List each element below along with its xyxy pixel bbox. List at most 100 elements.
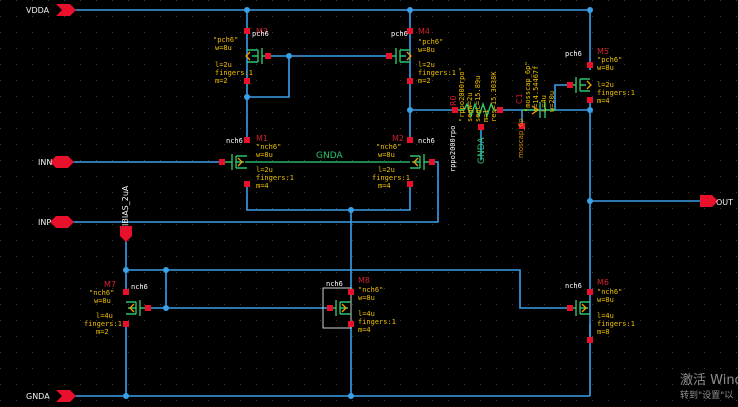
m7-model: "nch6" <box>89 289 114 297</box>
pin-out-label: OUT <box>716 198 733 207</box>
m1-w: w=8u <box>256 151 273 159</box>
pin-ibias[interactable]: IBIAS_2uA <box>120 185 132 242</box>
m2-m: m=4 <box>378 182 391 190</box>
m5-inst: M5 <box>597 47 609 56</box>
m6-inst: M6 <box>597 278 609 287</box>
c1-line-2: L=4u <box>540 95 548 112</box>
c1-line-3: w=20u <box>548 91 556 112</box>
m1-l: l=2u <box>256 166 273 174</box>
m7-m: m=2 <box>96 328 109 336</box>
m3-w: w=8u <box>215 44 232 52</box>
transistor-m3[interactable]: M3 pch6 "pch6" w=8u l=2u fingers:1 m=2 <box>213 27 271 85</box>
r0-params: R0 "rppo2000rpo" segW=2u segL=15.89u m=1… <box>449 67 498 122</box>
m5-l: l=2u <box>597 81 614 89</box>
m8-fingers: fingers:1 <box>358 318 396 326</box>
m4-fingers: fingers:1 <box>418 69 456 77</box>
m1-cell: nch6 <box>226 137 243 145</box>
m4-model: "pch6" <box>418 38 443 46</box>
m7-cell: nch6 <box>131 283 148 291</box>
c1-line-1: c=14.54467f <box>532 66 540 112</box>
m3-m: m=2 <box>215 77 228 85</box>
pin-vdda-label: VDDA <box>26 6 50 15</box>
watermark-subtitle: 转到"设置"以 <box>680 389 733 401</box>
watermark-title: 激活 Wind <box>680 373 738 388</box>
pin-inp-label: INP <box>38 218 51 227</box>
m7-w: w=8u <box>94 297 111 305</box>
junction-dots <box>123 7 593 399</box>
c1-cell: moscap_6p <box>517 118 525 158</box>
m1-m: m=4 <box>256 182 269 190</box>
m7-l: l=4u <box>96 312 113 320</box>
m8-model: "nch6" <box>358 286 383 294</box>
m2-cell: nch6 <box>418 137 435 145</box>
m5-fingers: fingers:1 <box>597 89 635 97</box>
m1-fingers: fingers:1 <box>256 174 294 182</box>
transistor-m6[interactable]: M6 nch6 "nch6" w=8u l=4u fingers:1 m=8 <box>565 278 635 343</box>
m3-cell: pch6 <box>252 30 269 38</box>
r0-line-2: segL=15.89u <box>474 76 482 122</box>
r0-line-0: "rppo2000rpo" <box>458 67 466 122</box>
m6-l: l=4u <box>597 312 614 320</box>
pin-gnda-label: GNDA <box>26 392 50 401</box>
m2-inst: M2 <box>392 134 404 143</box>
m5-m: m=4 <box>597 97 610 105</box>
r0-line-1: segW=2u <box>466 92 474 122</box>
m2-l: l=2u <box>378 166 395 174</box>
m6-fingers: fingers:1 <box>597 320 635 328</box>
m3-l: l=2u <box>215 61 232 69</box>
m6-cell: nch6 <box>565 282 582 290</box>
r0-line-4: res=15.3038K <box>490 71 498 122</box>
c1-inst: C1 <box>515 93 524 104</box>
transistor-m5[interactable]: M5 pch6 "pch6" w=8u l=2u fingers:1 m=4 <box>565 47 635 105</box>
m8-m: m=4 <box>358 326 371 334</box>
m6-model: "nch6" <box>597 288 622 296</box>
pin-out[interactable]: OUT <box>700 195 733 207</box>
net-label-gnda-sub: GNDA <box>477 137 487 164</box>
gnda-mid-label: GNDA <box>316 151 343 161</box>
net-label-gnda-mid: GNDA <box>245 151 410 163</box>
m1-model: "nch6" <box>256 143 281 151</box>
m3-inst: M3 <box>256 27 268 36</box>
pin-inn-label: INN <box>38 158 52 167</box>
m8-cell: nch6 <box>326 280 343 288</box>
m8-l: l=4u <box>358 310 375 318</box>
r0-line-3: m=1 <box>482 109 490 122</box>
m7-inst: M7 <box>104 280 116 289</box>
transistor-m4[interactable]: M4 pch6 "pch6" w=8u l=2u fingers:1 m=2 <box>386 27 456 85</box>
m4-w: w=8u <box>418 46 435 54</box>
m4-inst: M4 <box>418 27 430 36</box>
r0-cell: rppo2000rpo <box>449 126 457 172</box>
m5-cell: pch6 <box>565 50 582 58</box>
c1-params: C1 "mosscap_6p" c=14.54467f L=4u w=20u <box>515 61 556 112</box>
r0-inst: R0 <box>449 95 458 106</box>
pin-vdda[interactable]: VDDA <box>26 4 76 16</box>
m2-w: w=8u <box>378 151 395 159</box>
c1-line-0: "mosscap_6p" <box>524 61 532 112</box>
gnda-sub-label: GNDA <box>477 137 487 164</box>
pin-ibias-label: IBIAS_2uA <box>121 185 130 226</box>
m5-model: "pch6" <box>597 56 622 64</box>
m8-inst: M8 <box>358 276 370 285</box>
m4-cell: pch6 <box>391 30 408 38</box>
transistor-m8[interactable]: M8 nch6 "nch6" w=8u l=4u fingers:1 m=4 <box>322 276 396 334</box>
m4-m: m=2 <box>418 77 431 85</box>
m4-l: l=2u <box>418 61 435 69</box>
transistor-m1[interactable]: M1 nch6 "nch6" w=8u l=2u fingers:1 m=4 <box>219 134 294 190</box>
m5-w: w=8u <box>597 64 614 72</box>
m3-fingers: fingers:1 <box>215 69 253 77</box>
transistor-m2[interactable]: M2 nch6 "nch6" w=8u l=2u fingers:1 m=4 <box>372 134 435 190</box>
pin-inn[interactable]: INN <box>38 156 74 168</box>
m2-model: "nch6" <box>376 143 401 151</box>
m6-w: w=8u <box>597 296 614 304</box>
pin-gnda[interactable]: GNDA <box>26 390 76 402</box>
resistor-r0[interactable]: R0 "rppo2000rpo" segW=2u segL=15.89u m=1… <box>449 67 503 172</box>
m3-model: "pch6" <box>213 36 238 44</box>
m2-fingers: fingers:1 <box>372 174 410 182</box>
m7-fingers: fingers:1 <box>84 320 122 328</box>
capacitor-c1[interactable]: C1 "mosscap_6p" c=14.54467f L=4u w=20u m… <box>515 61 556 158</box>
activation-watermark: 激活 Wind 转到"设置"以 <box>680 373 738 401</box>
transistor-m7[interactable]: M7 nch6 "nch6" w=8u l=4u fingers:1 m=2 <box>84 280 151 336</box>
m6-m: m=8 <box>597 328 610 336</box>
pin-inp[interactable]: INP <box>38 216 74 228</box>
